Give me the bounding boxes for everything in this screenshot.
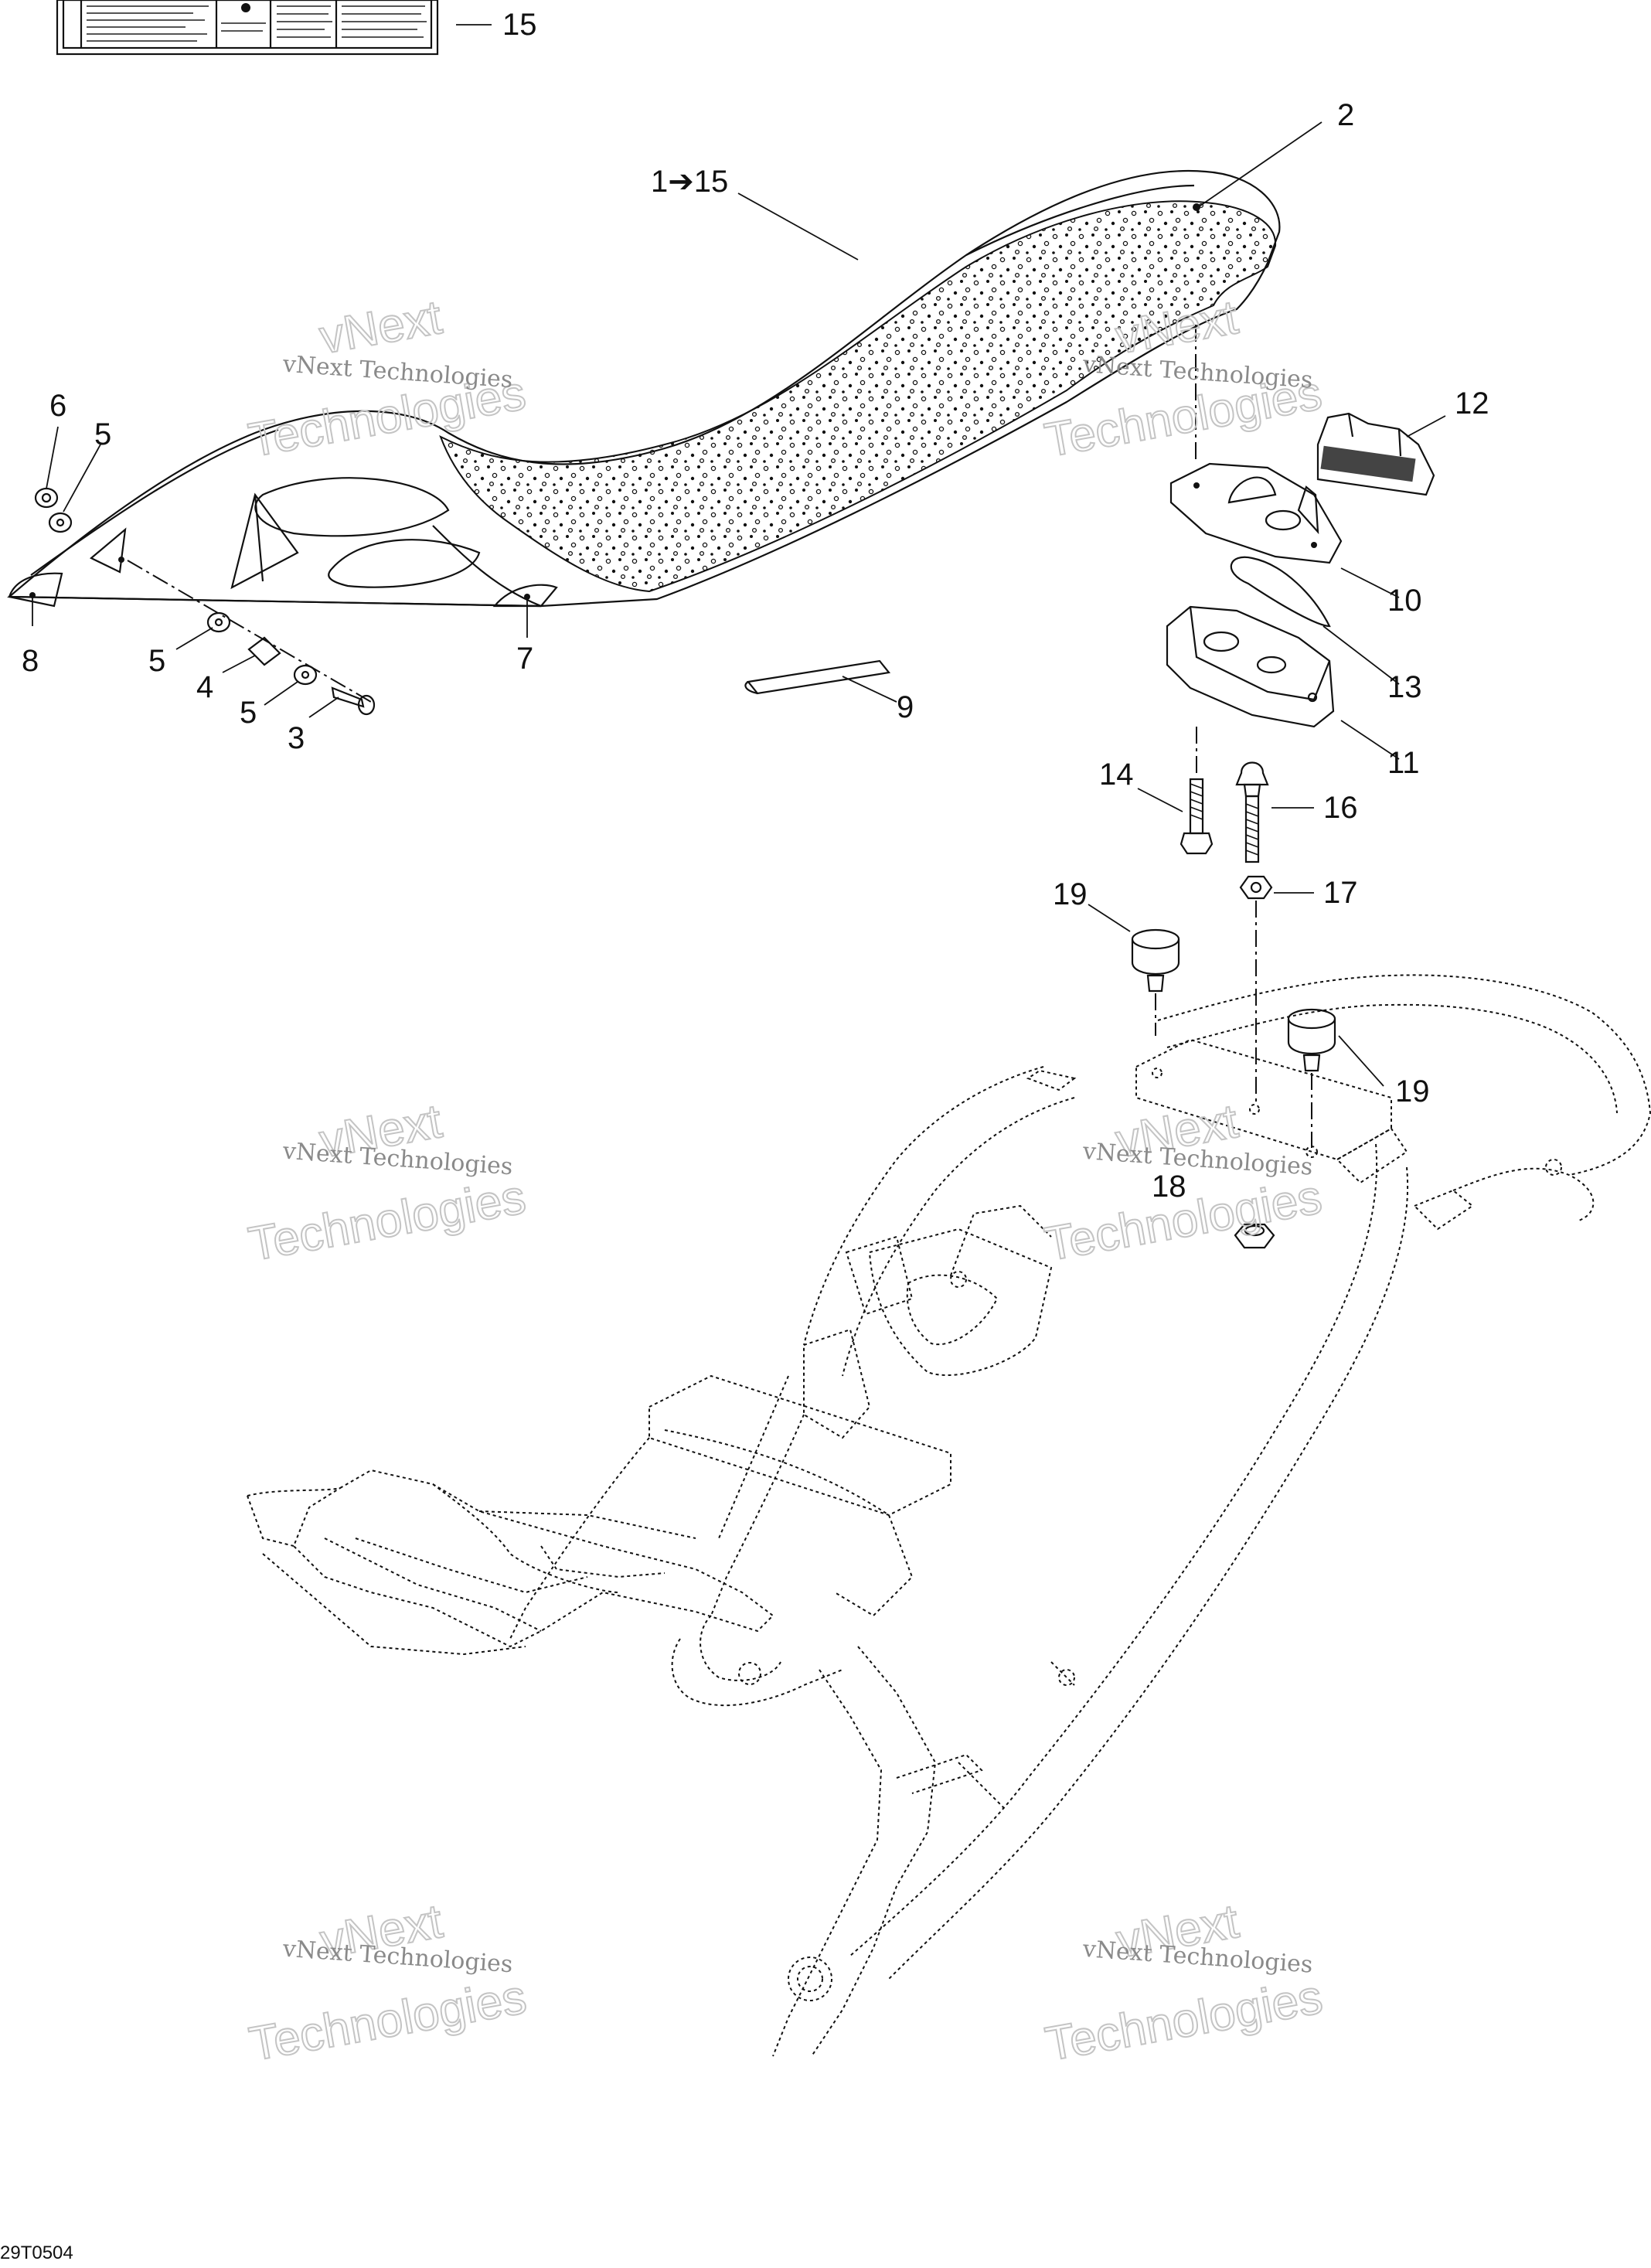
washer-5-right [293, 664, 318, 686]
callout-1-to-15: 1➔15 [651, 165, 728, 199]
seat-cutout-1 [254, 477, 450, 537]
seat-top-ridge [30, 184, 1195, 576]
latch-base-11 [1166, 605, 1335, 728]
bracket-10 [1169, 462, 1343, 564]
callout-11: 11 [1387, 746, 1420, 780]
callout-19-right: 19 [1395, 1074, 1430, 1108]
callout-labels: 15 2 1➔15 6 5 8 5 4 5 3 7 9 12 10 13 11 … [22, 8, 1489, 1204]
seat-rear-cap [492, 584, 558, 608]
svg-text:Technologies: Technologies [246, 1970, 530, 2072]
callout-14: 14 [1099, 758, 1134, 792]
foam-strip-9 [744, 659, 891, 695]
diagram-reference-code: 29T0504 [0, 2242, 73, 2263]
latch-12 [1316, 412, 1435, 496]
seat-bracket [230, 492, 299, 590]
callout-2: 2 [1337, 98, 1354, 132]
svg-text:Technologies: Technologies [1042, 1970, 1326, 2072]
seat-cutout-2 [328, 539, 481, 588]
callout-8: 8 [22, 644, 39, 678]
nut-18 [1234, 1223, 1275, 1249]
latch-assembly [1166, 325, 1435, 1105]
seat-front-cap [8, 572, 63, 608]
watermark-bottom-right: vNext Technologies vNext Technologies [1041, 1894, 1327, 2072]
callout-7: 7 [516, 642, 533, 676]
watermark-middle-left: vNext Technologies vNext Technologies [244, 1094, 530, 1272]
seat-textured-surface [439, 200, 1277, 593]
callout-6: 6 [49, 389, 66, 423]
washer-5-top [48, 512, 73, 533]
callout-12: 12 [1455, 387, 1489, 421]
bumper-19-right [1287, 1008, 1336, 1148]
callout-10: 10 [1387, 584, 1422, 618]
callout-5-right: 5 [240, 696, 257, 730]
nut-17 [1239, 875, 1273, 900]
svg-text:vNext: vNext [315, 291, 445, 364]
callout-9: 9 [897, 690, 914, 724]
watermark-top-left: vNext Technologies vNext Technologies [244, 290, 530, 468]
watermark-bottom-left: vNext Technologies vNext Technologies [245, 1894, 531, 2072]
callout-5-left: 5 [148, 644, 165, 678]
washer-5-left [206, 611, 231, 633]
bolt-14 [1180, 778, 1214, 855]
warning-label-decal [56, 0, 439, 56]
vehicle-frame [247, 974, 1651, 2057]
screw-3 [331, 686, 365, 708]
callout-13: 13 [1387, 670, 1422, 704]
latch-pin-16 [1235, 761, 1269, 863]
spring-13 [1230, 556, 1331, 628]
bumper-19-left [1131, 928, 1180, 1036]
seat-underside [9, 525, 542, 608]
callout-16: 16 [1323, 791, 1358, 825]
svg-text:Technologies: Technologies [245, 1170, 529, 1272]
callout-19-left: 19 [1053, 877, 1088, 911]
callout-15: 15 [502, 8, 537, 42]
callout-3: 3 [288, 721, 305, 755]
nut-6 [34, 487, 59, 509]
seat-fasteners [34, 487, 376, 716]
callout-17: 17 [1323, 876, 1358, 910]
seat-triangle-recess [89, 527, 127, 574]
seat-assembly [7, 169, 1281, 608]
seat-cover [7, 169, 1281, 608]
callout-4: 4 [196, 670, 213, 704]
callout-18: 18 [1152, 1170, 1186, 1204]
callout-5-top: 5 [94, 417, 111, 451]
spacer-4 [247, 636, 281, 666]
leader-lines [32, 24, 1446, 1087]
